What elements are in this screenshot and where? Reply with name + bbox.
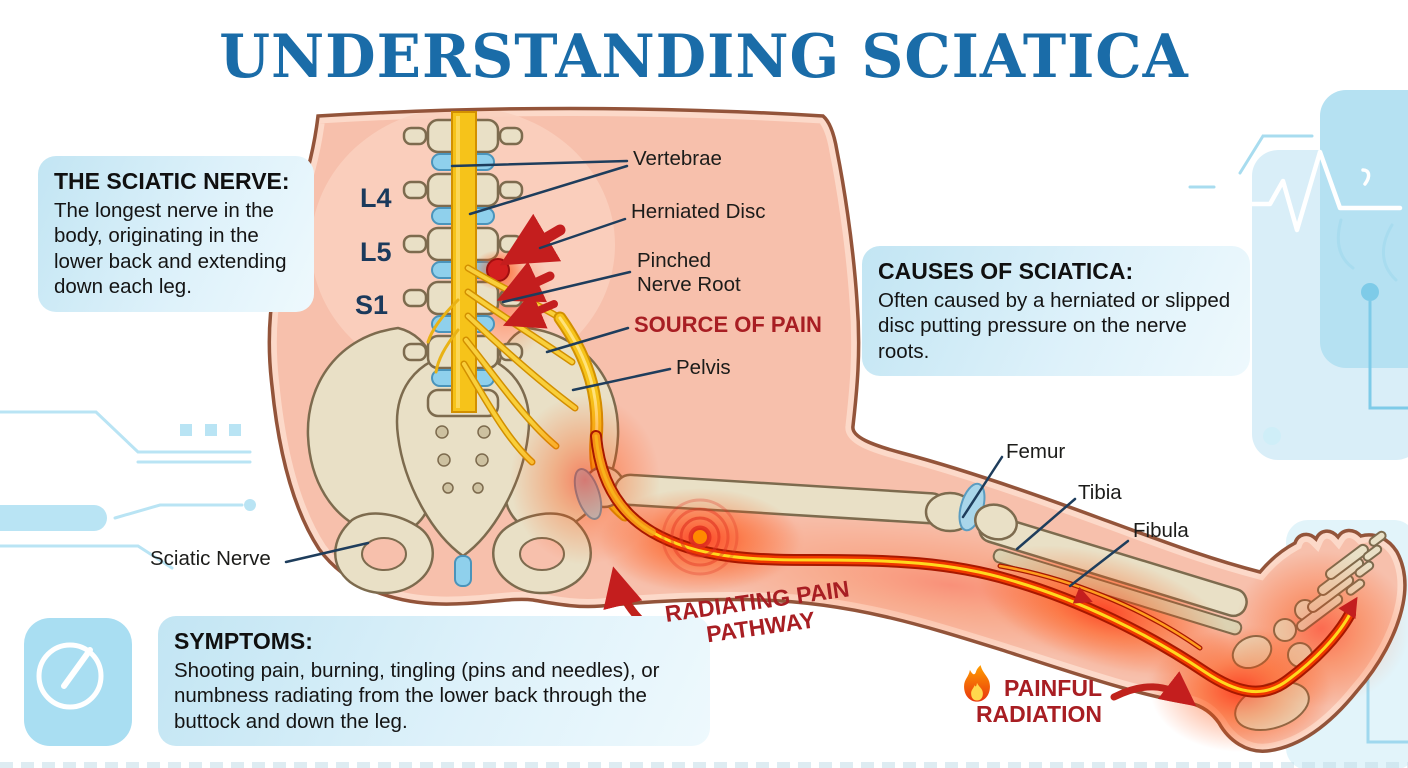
coccyx bbox=[454, 555, 472, 587]
info-box-body: The longest nerve in the body, originati… bbox=[54, 198, 287, 299]
label-herniated-disc: Herniated Disc bbox=[631, 200, 766, 223]
info-box-symptoms: SYMPTOMS: Shooting pain, burning, tingli… bbox=[158, 616, 710, 747]
label-sciatic-nerve: Sciatic Nerve bbox=[150, 547, 271, 570]
pressure-arrows bbox=[496, 213, 566, 329]
info-box-heading: THE SCIATIC NERVE: bbox=[54, 168, 290, 194]
info-box-heading: CAUSES OF SCIATICA: bbox=[878, 258, 1134, 284]
leader-lines bbox=[284, 159, 1130, 588]
gauge-icon bbox=[24, 618, 132, 746]
page-title: UNDERSTANDING SCIATICA bbox=[219, 22, 1189, 92]
sciatic-nerve-pathway bbox=[590, 430, 1358, 698]
spine-label-s1: S1 bbox=[355, 290, 389, 320]
label-tibia: Tibia bbox=[1078, 481, 1122, 504]
info-box-causes: CAUSES OF SCIATICA: Often caused by a he… bbox=[862, 246, 1250, 377]
label-pinched-nerve-root: Pinched Nerve Root bbox=[637, 249, 741, 297]
pain-ripple-rings bbox=[661, 498, 739, 576]
spinal-discs bbox=[431, 153, 495, 387]
info-box-sciatic-nerve: THE SCIATIC NERVE: The longest nerve in … bbox=[38, 156, 314, 313]
ekg-heartbeat-icon bbox=[1233, 149, 1403, 233]
info-box-body: Shooting pain, burning, tingling (pins a… bbox=[174, 658, 660, 733]
label-painful-radiation: PAINFUL RADIATION bbox=[975, 675, 1102, 728]
info-box-heading: SYMPTOMS: bbox=[174, 628, 313, 654]
label-fibula: Fibula bbox=[1133, 519, 1189, 542]
cropped-edge-strip bbox=[0, 762, 1408, 768]
spine-label-l5: L5 bbox=[360, 237, 392, 267]
label-source-of-pain: SOURCE OF PAIN bbox=[634, 312, 822, 337]
label-vertebrae: Vertebrae bbox=[633, 147, 722, 170]
label-femur: Femur bbox=[1006, 440, 1066, 463]
spine-label-l4: L4 bbox=[360, 183, 392, 213]
circuit-decoration-left bbox=[0, 410, 256, 570]
spine bbox=[402, 111, 632, 522]
info-box-body: Often caused by a herniated or slipped d… bbox=[878, 288, 1231, 363]
fire-icon bbox=[964, 665, 990, 702]
label-pelvis: Pelvis bbox=[676, 356, 731, 379]
painful-radiation-arrow bbox=[1110, 671, 1197, 707]
